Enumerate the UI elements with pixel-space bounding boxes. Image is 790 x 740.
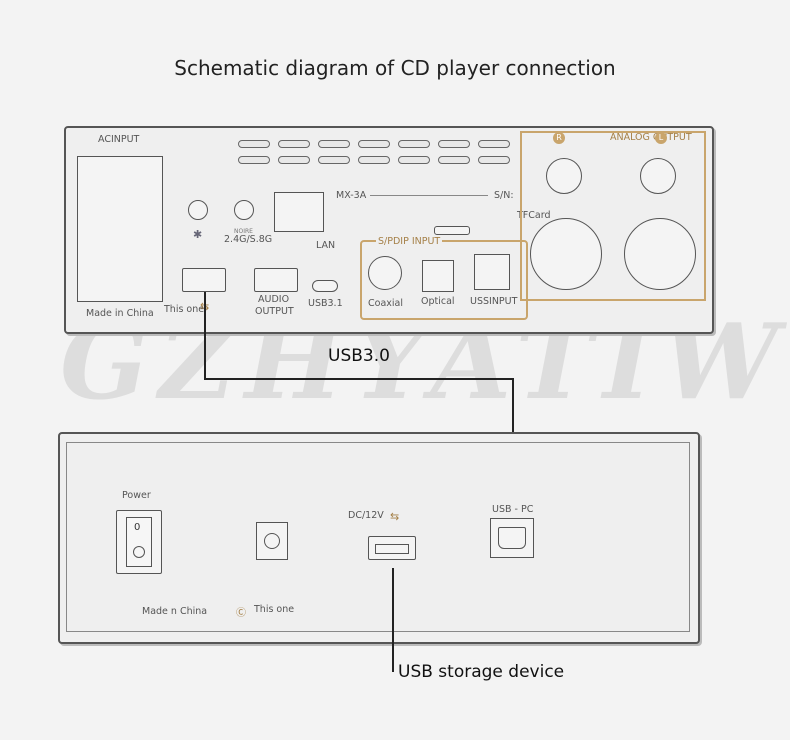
audio-output-label-1: AUDIO (258, 294, 290, 305)
spdif-input-group (360, 240, 528, 320)
ac-input-label: ACINPUT (98, 134, 140, 145)
certification-icon: Ⓒ (236, 608, 246, 619)
audio-output-port[interactable] (254, 268, 298, 292)
usb-storage-label: USB storage device (398, 662, 565, 682)
coaxial-port[interactable] (368, 256, 402, 290)
power-label: Power (122, 490, 151, 501)
dc-label: DC/12V (348, 510, 384, 521)
usb-symbol-icon-bottom: ⇆ (390, 510, 400, 523)
xlr-right-port[interactable] (530, 218, 602, 290)
storage-panel-inner (66, 442, 690, 632)
spdif-input-label: S/PDIP INPUT (376, 236, 443, 247)
page-title: Schematic diagram of CD player connectio… (174, 56, 616, 80)
ac-input-socket[interactable] (77, 156, 163, 302)
optical-port[interactable] (422, 260, 454, 292)
tf-card-slot[interactable] (434, 226, 470, 235)
audio-output-label-2: OUTPUT (255, 306, 294, 317)
l-marker: L (655, 132, 667, 144)
model-line (370, 195, 488, 196)
made-in-china-label: Made in China (86, 308, 154, 319)
sn-label: S/N: (494, 190, 514, 201)
tf-card-label: TFCard (517, 210, 551, 221)
lan-label: LAN (316, 240, 336, 251)
dc-power-jack[interactable] (256, 522, 288, 560)
lan-port[interactable] (274, 192, 324, 232)
optical-label: Optical (421, 296, 455, 307)
xlr-left-port[interactable] (624, 218, 696, 290)
usb-input-label: USSINPUT (470, 296, 518, 307)
usb31-port[interactable] (312, 280, 338, 292)
analog-output-label: ANALOG OUTPUT (610, 132, 692, 143)
r-marker: R (553, 132, 565, 144)
analog-output-group (520, 131, 706, 301)
usb-a-port-top[interactable] (182, 268, 226, 292)
antenna-port-bluetooth[interactable] (188, 200, 208, 220)
model-label: MX-3A (336, 190, 367, 201)
bluetooth-icon: ✱ (193, 228, 203, 241)
usb-input-port[interactable] (474, 254, 510, 290)
usb-cable-vertical-1 (204, 292, 206, 380)
antenna-port-wifi[interactable] (234, 200, 254, 220)
this-one-bottom-label: This one (254, 604, 295, 615)
wireless-small-label: NOIRE (234, 228, 253, 235)
storage-cable-line (392, 568, 394, 672)
power-switch[interactable]: 0 (116, 510, 162, 574)
rca-left-port[interactable] (640, 158, 676, 194)
usb-cable-horizontal (204, 378, 514, 380)
power-switch-mark: 0 (134, 522, 141, 533)
usb31-label: USB3.1 (308, 298, 343, 309)
made-in-china-bottom-label: Made n China (142, 606, 208, 617)
usb-pc-label: USB - PC (492, 504, 534, 515)
this-one-label: This one (164, 304, 205, 315)
coaxial-label: Coaxial (368, 298, 403, 309)
rca-right-port[interactable] (546, 158, 582, 194)
wireless-label: 2.4G/S.8G (224, 234, 273, 245)
usb3-cable-label: USB3.0 (328, 346, 390, 366)
usb-a-port-storage[interactable] (368, 536, 416, 560)
usb-b-port[interactable] (490, 518, 534, 558)
